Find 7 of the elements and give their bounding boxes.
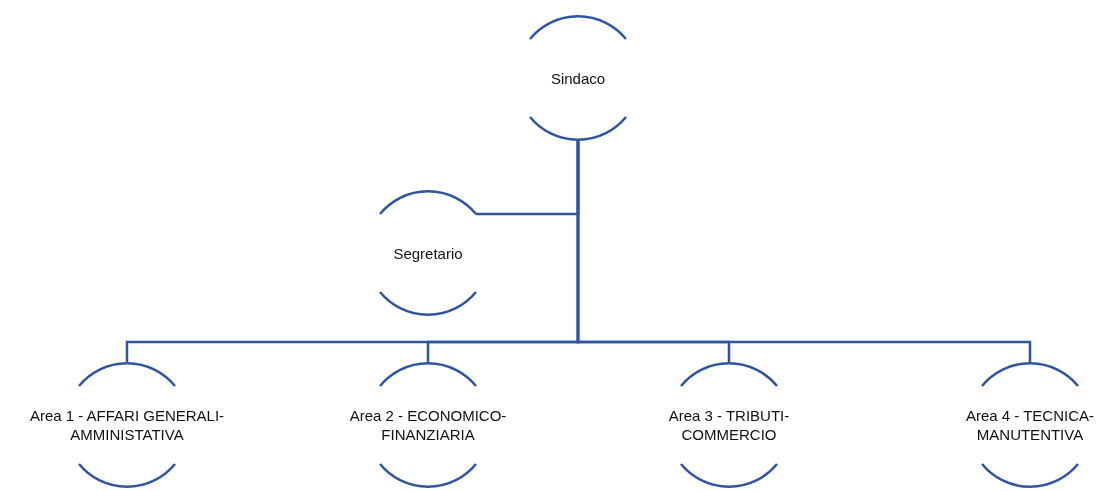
- node-label: Sindaco: [550, 68, 606, 88]
- node-label: Segretario: [393, 243, 463, 263]
- node-label: Area 1 - AFFARI GENERALI- AMMINISTATIVA: [28, 406, 226, 444]
- connector-line: [576, 140, 1032, 363]
- node-label: Area 3 - TRIBUTI- COMMERCIO: [667, 406, 791, 444]
- node-label: Area 2 - ECONOMICO- FINANZIARIA: [348, 406, 508, 444]
- node-label: Area 4 - TECNICA- MANUTENTIVA: [964, 406, 1096, 444]
